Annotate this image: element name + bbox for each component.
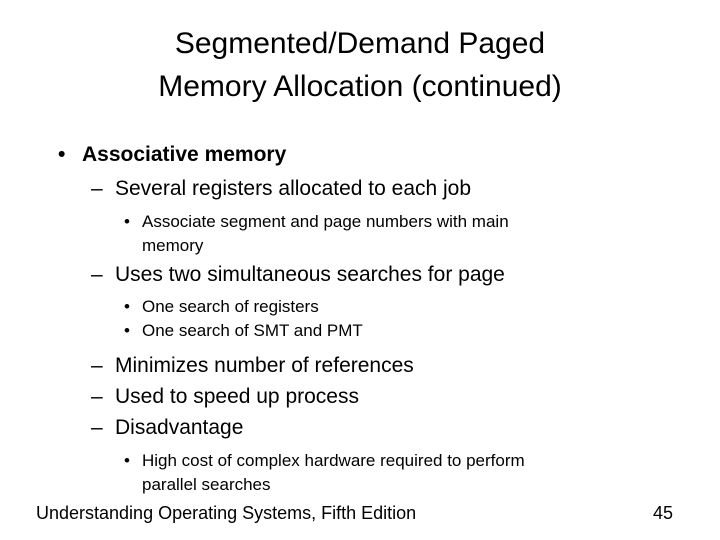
- bullet-item-search-smt-pmt: • One search of SMT and PMT: [0, 319, 690, 343]
- bullet-text-line-1: High cost of complex hardware required t…: [142, 451, 525, 470]
- bullet-list: • Associative memory – Several registers…: [0, 142, 690, 497]
- dash-icon: –: [91, 263, 103, 286]
- bullet-text-line-2: parallel searches: [142, 475, 271, 494]
- bullet-item-associate-segment: • Associate segment and page numbers wit…: [0, 210, 690, 258]
- bullet-text: Used to speed up process: [115, 385, 359, 408]
- bullet-text: Several registers allocated to each job: [115, 177, 472, 200]
- bullet-icon: •: [124, 212, 130, 231]
- bullet-item-associative-memory: • Associative memory: [0, 142, 690, 168]
- dash-icon: –: [91, 177, 103, 200]
- bullet-text-line-2: memory: [142, 236, 204, 255]
- bullet-item-minimizes-references: – Minimizes number of references: [0, 353, 690, 379]
- bullet-text: One search of registers: [142, 297, 319, 316]
- slide-title: Segmented/Demand Paged Memory Allocation…: [20, 22, 700, 108]
- bullet-item-high-cost: • High cost of complex hardware required…: [0, 449, 690, 497]
- title-line-1: Segmented/Demand Paged: [174, 27, 546, 60]
- bullet-icon: •: [124, 297, 130, 316]
- bullet-text: Minimizes number of references: [115, 354, 414, 377]
- bullet-text: One search of SMT and PMT: [142, 321, 363, 340]
- dash-icon: –: [91, 416, 103, 439]
- title-line-2: Memory Allocation (continued): [158, 70, 562, 103]
- dash-icon: –: [91, 354, 103, 377]
- bullet-item-search-registers: • One search of registers: [0, 295, 690, 319]
- bullet-item-disadvantage: – Disadvantage: [0, 415, 690, 441]
- bullet-icon: •: [58, 143, 66, 166]
- bullet-text: Disadvantage: [115, 416, 244, 439]
- bullet-text: Uses two simultaneous searches for page: [115, 263, 505, 286]
- bullet-icon: •: [124, 451, 130, 470]
- bullet-item-several-registers: – Several registers allocated to each jo…: [0, 176, 690, 202]
- dash-icon: –: [91, 385, 103, 408]
- page-number: 45: [652, 503, 673, 523]
- bullet-text: Associative memory: [82, 143, 287, 166]
- bullet-icon: •: [124, 321, 130, 340]
- bullet-item-uses-two-searches: – Uses two simultaneous searches for pag…: [0, 262, 690, 288]
- bullet-item-speed-up-process: – Used to speed up process: [0, 384, 690, 410]
- bullet-text-line-1: Associate segment and page numbers with …: [142, 212, 509, 231]
- footer-book-title: Understanding Operating Systems, Fifth E…: [36, 503, 417, 523]
